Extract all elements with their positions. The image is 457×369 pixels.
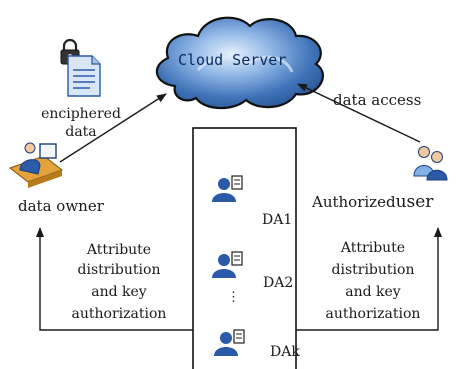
authorized-users-icon xyxy=(413,146,448,181)
right-note-line2: distribution xyxy=(331,262,415,278)
data-owner-workstation-icon xyxy=(8,142,64,188)
arrow-user-to-cloud xyxy=(297,83,421,143)
left-note-line1: Attribute xyxy=(86,242,152,258)
authority-icon-dak xyxy=(214,329,245,356)
authority-ellipsis: ⋮ xyxy=(227,290,240,305)
authorized-label: Authorized xyxy=(312,193,396,211)
authority-icon-da2 xyxy=(212,251,243,278)
right-note-line1: Attribute xyxy=(340,240,406,256)
arrow-owner-to-cloud xyxy=(59,93,167,163)
document-icon xyxy=(67,55,101,97)
enciphered-data-label: data xyxy=(65,124,97,140)
cloud-server-label: Cloud Server xyxy=(178,51,287,69)
authority-icon-da1 xyxy=(212,175,243,202)
right-note-line3: and key xyxy=(345,284,401,300)
user-label: user xyxy=(395,192,434,212)
left-note-line3: and key xyxy=(91,284,147,300)
authority-label-dak: DAk xyxy=(270,344,300,360)
authorized-user-label: Authorizeduser xyxy=(312,192,434,212)
authority-label-da1: DA1 xyxy=(262,212,293,228)
authority-label-da2: DA2 xyxy=(263,275,294,291)
left-note-line2: distribution xyxy=(77,262,161,278)
cloud-server-shape xyxy=(155,16,324,110)
authorities-box xyxy=(192,127,297,369)
arrow-box-to-owner xyxy=(36,227,193,331)
left-note-line4: authorization xyxy=(71,306,167,322)
data-owner-label: data owner xyxy=(18,197,104,215)
data-access-label: data access xyxy=(333,91,422,109)
arrow-box-to-user xyxy=(296,227,442,331)
enciphered-label: enciphered xyxy=(41,106,121,122)
right-note-line4: authorization xyxy=(325,306,421,322)
